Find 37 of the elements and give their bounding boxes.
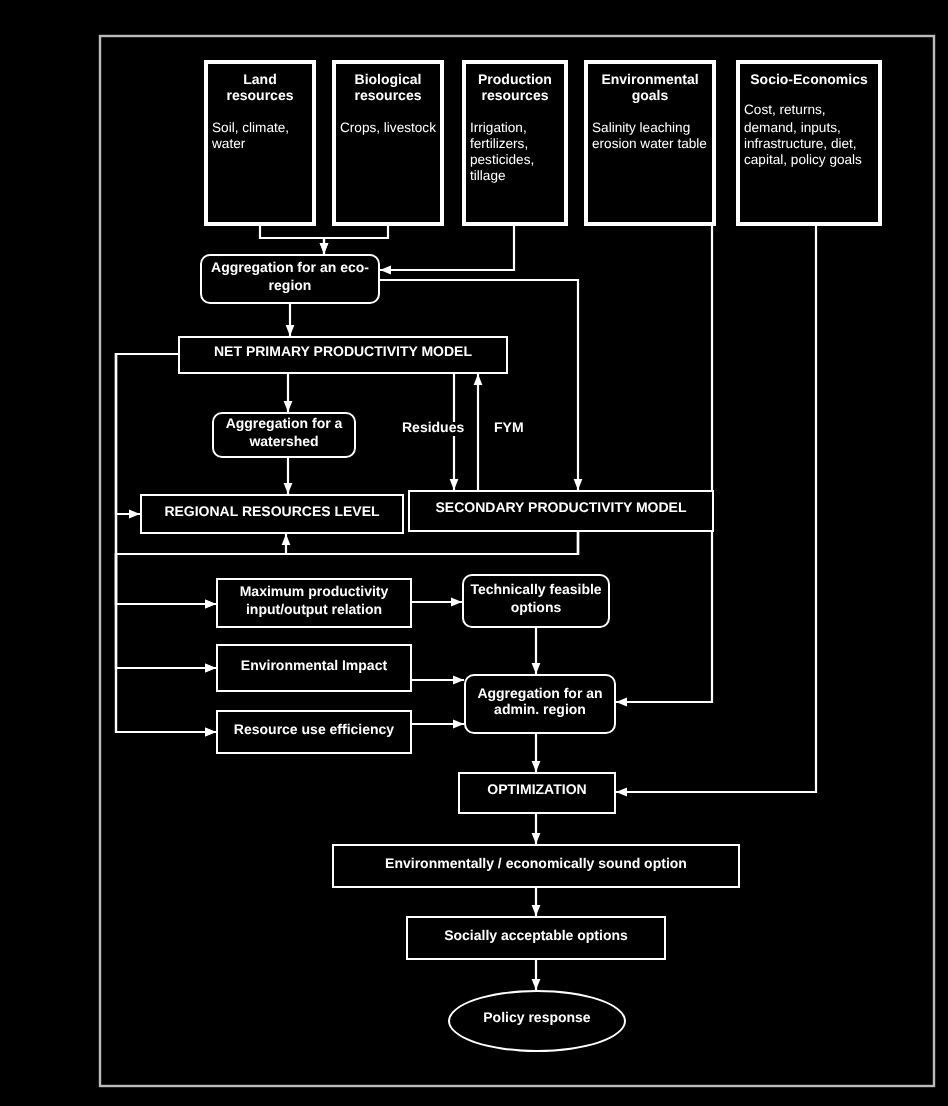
arrow	[380, 278, 583, 490]
arrow	[616, 226, 714, 707]
arrow	[285, 304, 295, 336]
model-box	[406, 916, 666, 960]
model-box	[216, 578, 412, 628]
arrow	[531, 628, 541, 674]
arrow	[283, 458, 293, 494]
arrow	[319, 226, 390, 254]
process-box	[212, 412, 356, 458]
source-box	[462, 60, 568, 226]
arrow	[412, 719, 464, 729]
model-box	[332, 844, 740, 888]
source-box	[736, 60, 882, 226]
source-box	[204, 60, 316, 226]
arrow	[531, 734, 541, 772]
arrow	[412, 597, 462, 607]
model-box	[178, 336, 508, 374]
model-box	[408, 490, 714, 532]
arrow	[531, 888, 541, 916]
source-box	[332, 60, 444, 226]
process-box	[464, 674, 616, 734]
source-box	[584, 60, 716, 226]
arrow	[616, 226, 818, 797]
model-box	[216, 710, 412, 754]
arrow	[531, 960, 541, 990]
arrow	[412, 675, 464, 685]
arrow	[449, 374, 459, 490]
process-box	[462, 574, 610, 628]
arrow	[380, 226, 516, 275]
model-box	[216, 644, 412, 692]
arrow	[531, 814, 541, 844]
model-box	[140, 494, 404, 534]
arrow	[114, 532, 580, 737]
arrow	[283, 374, 293, 412]
model-box	[458, 772, 616, 814]
arrow	[473, 374, 483, 490]
process-box	[200, 254, 380, 304]
